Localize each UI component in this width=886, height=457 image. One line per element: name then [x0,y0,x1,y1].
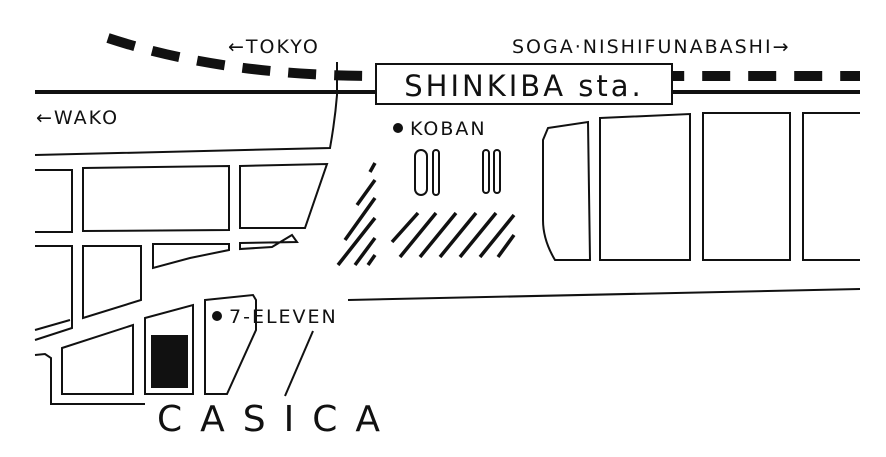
block [239,162,329,229]
block [82,164,230,233]
koban-pillar [414,149,428,196]
block [702,112,791,261]
koban-marker-icon [393,123,403,133]
block [239,233,299,251]
block [152,243,230,270]
station-label: SHINKIBA sta. [404,69,643,103]
road-line [347,288,861,301]
road-line [284,330,314,397]
label-soga-nishifunabashi: SOGA·NISHIFUNABASHI→ [512,36,791,58]
koban-pillar [432,149,440,196]
rail-line-dashed [106,33,860,81]
label-koban: KOBAN [410,118,487,140]
block [542,120,592,261]
road-outline [34,319,71,331]
koban-pillar [482,149,490,194]
station-box: SHINKIBA sta. [375,63,673,105]
seven-eleven-marker-icon [212,311,222,321]
koban-pillar [493,149,501,194]
road-outline [34,62,338,156]
hatched-area [390,211,516,259]
block [34,245,73,341]
block [204,293,257,395]
label-casica: CASICA [157,399,398,440]
road-outline [34,352,145,405]
block [61,323,134,395]
label-seven-eleven: 7-ELEVEN [229,306,338,328]
hatched-area [336,162,377,267]
block [82,245,142,320]
block [599,112,691,261]
block [802,112,860,261]
label-tokyo: ←TOKYO [228,36,320,58]
label-wako: ←WAKO [36,107,119,129]
block [35,169,73,233]
block [144,303,194,395]
casica-building [151,335,188,388]
